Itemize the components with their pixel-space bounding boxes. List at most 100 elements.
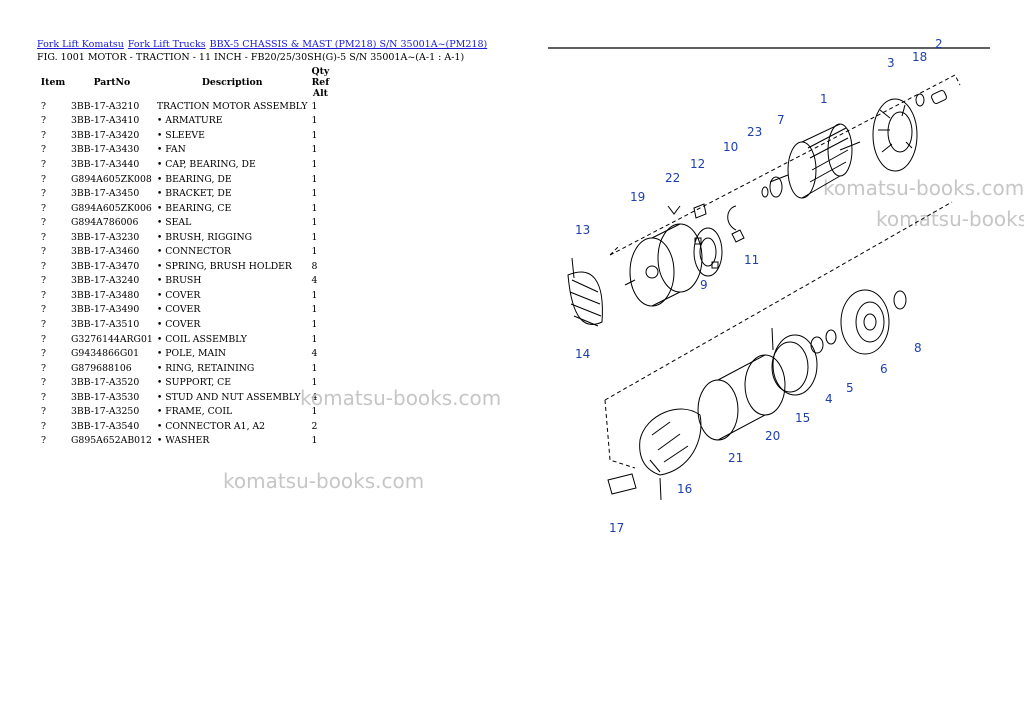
qty-cell: 4 xyxy=(311,275,318,287)
pole-part xyxy=(607,473,637,495)
column-header-description: Description xyxy=(201,77,263,88)
brush-part xyxy=(731,229,745,243)
description-cell: • STUD AND NUT ASSEMBLY xyxy=(156,391,301,403)
description-cell: • POLE, MAIN xyxy=(156,348,227,360)
partno-cell: 3BB-17-A3250 xyxy=(71,406,140,418)
item-cell: ? xyxy=(41,158,46,170)
qty-cell: 1 xyxy=(311,435,318,447)
brush-rigging-part xyxy=(693,227,723,277)
partno-cell: 3BB-17-A3540 xyxy=(71,420,140,432)
item-cell: ? xyxy=(41,115,46,127)
description-cell: • CONNECTOR A1, A2 xyxy=(156,420,266,432)
item-cell: ? xyxy=(41,435,46,447)
fan-part xyxy=(872,98,918,172)
description-cell: • SEAL xyxy=(156,217,192,229)
seal-part xyxy=(825,329,837,345)
bolt-part xyxy=(571,257,575,279)
watermark: komatsu-books.com xyxy=(223,469,425,493)
callout-21: 21 xyxy=(728,451,743,465)
item-cell: ? xyxy=(41,318,46,330)
callout-4: 4 xyxy=(825,392,833,406)
description-cell: • COVER xyxy=(156,304,201,316)
partno-cell: 3BB-17-A3450 xyxy=(71,188,140,200)
description-cell: • WASHER xyxy=(156,435,210,447)
item-cell: ? xyxy=(41,188,46,200)
partno-cell: G894A605ZK008 xyxy=(71,173,152,185)
item-cell: ? xyxy=(41,129,46,141)
callout-17: 17 xyxy=(609,521,624,535)
assembly-outline xyxy=(604,74,961,469)
qty-cell: 1 xyxy=(311,217,318,229)
description-cell: TRACTION MOTOR ASSEMBLY xyxy=(156,100,308,112)
partno-cell: 3BB-17-A3490 xyxy=(71,304,140,316)
bracket-de-part xyxy=(624,223,703,307)
callout-1: 1 xyxy=(820,92,828,106)
item-cell: ? xyxy=(41,377,46,389)
description-cell: • SLEEVE xyxy=(156,129,205,141)
callout-9: 9 xyxy=(700,278,708,292)
callout-10: 10 xyxy=(723,140,738,154)
item-cell: ? xyxy=(41,260,46,272)
callout-11: 11 xyxy=(744,253,759,267)
qty-cell: 8 xyxy=(311,260,318,272)
breadcrumb-link-fork-lift-trucks[interactable]: Fork Lift Trucks xyxy=(127,39,206,50)
partno-cell: G894A786006 xyxy=(71,217,139,229)
item-cell: ? xyxy=(41,304,46,316)
coil-assembly-part xyxy=(639,408,702,476)
description-cell: • SPRING, BRUSH HOLDER xyxy=(156,260,292,272)
partno-cell: 3BB-17-A3510 xyxy=(71,318,140,330)
breadcrumb-link-fork-lift-komatsu[interactable]: Fork Lift Komatsu xyxy=(37,39,124,50)
armature-part xyxy=(769,123,861,199)
figure-title: FIG. 1001 MOTOR - TRACTION - 11 INCH - F… xyxy=(37,52,465,63)
callout-12: 12 xyxy=(690,157,705,171)
callout-15: 15 xyxy=(795,411,810,425)
qty-cell: 4 xyxy=(311,348,318,360)
callout-16: 16 xyxy=(677,482,692,496)
item-cell: ? xyxy=(41,362,46,374)
description-cell: • BRUSH xyxy=(156,275,202,287)
cover-part-left xyxy=(567,271,603,327)
breadcrumb-link-bbx5-chassis-mast[interactable]: BBX-5 CHASSIS & MAST (PM218) S/N 35001A~… xyxy=(209,39,488,50)
bolt-part xyxy=(771,327,774,351)
qty-cell: 1 xyxy=(311,188,318,200)
description-cell: • COIL ASSEMBLY xyxy=(156,333,247,345)
description-cell: • COVER xyxy=(156,289,201,301)
item-cell: ? xyxy=(41,217,46,229)
item-cell: ? xyxy=(41,406,46,418)
sleeve-part xyxy=(931,89,947,105)
callout-8: 8 xyxy=(914,341,922,355)
qty-cell: 1 xyxy=(311,158,318,170)
qty-cell: 1 xyxy=(311,246,318,258)
item-cell: ? xyxy=(41,275,46,287)
partno-cell: 3BB-17-A3440 xyxy=(71,158,140,170)
support-ce-part xyxy=(840,289,890,355)
partno-cell: G894A605ZK006 xyxy=(71,202,152,214)
exploded-parts-diagram: 1 2 3 4 5 6 7 8 9 10 11 12 13 14 15 16 1… xyxy=(548,37,990,535)
partno-cell: 3BB-17-A3480 xyxy=(71,289,140,301)
item-cell: ? xyxy=(41,391,46,403)
watermark: komatsu-books.com xyxy=(823,176,1024,200)
qty-cell: 4 xyxy=(311,391,318,403)
column-header-item: Item xyxy=(40,77,66,88)
column-header-partno: PartNo xyxy=(93,77,131,88)
retaining-ring-part xyxy=(727,205,737,231)
item-cell: ? xyxy=(41,202,46,214)
callout-14: 14 xyxy=(575,347,590,361)
partno-cell: 3BB-17-A3520 xyxy=(71,377,140,389)
callout-5: 5 xyxy=(846,381,854,395)
partno-cell: G879688106 xyxy=(71,362,132,374)
